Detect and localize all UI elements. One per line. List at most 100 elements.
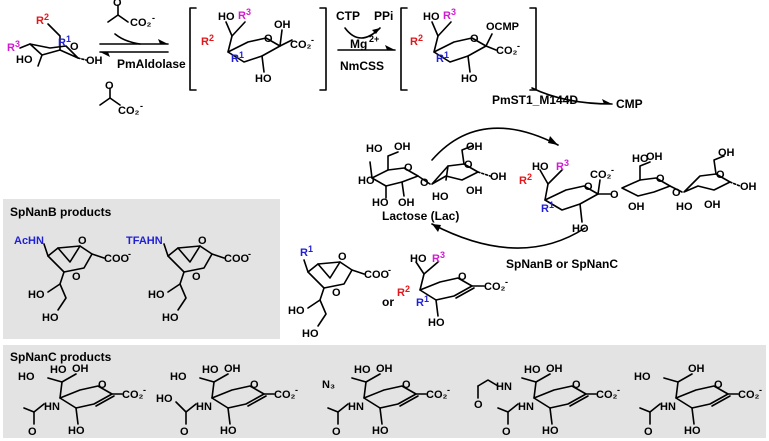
spnanc-product-3: N₃ HO OH HN O O CO₂ - HO — [322, 363, 450, 438]
atom-label: HN — [44, 401, 60, 413]
atom-label: HO — [354, 364, 371, 376]
atom-label: R — [541, 203, 549, 215]
sialyllactose: R 2 HO R 3 R 1 O CO₂ - HO O HO OH O O O … — [519, 147, 757, 235]
atom-label: HO — [16, 54, 33, 66]
atom-label: O — [180, 426, 189, 438]
atom-label: OH — [398, 197, 415, 209]
atom-label: HO — [302, 328, 319, 340]
spnanc-product-5: HO OH HN O O CO₂ - HO — [634, 363, 762, 438]
atom-label: HO — [432, 191, 449, 203]
atom-label: HO — [202, 364, 219, 376]
atom-label: HO — [632, 153, 649, 165]
atom-label: 2 — [418, 33, 423, 43]
pyruvate-top: O CO₂ - — [107, 0, 155, 29]
atom-label: HO — [220, 425, 237, 437]
atom-label: HN — [660, 401, 676, 413]
spnanb-title: SpNanB products — [10, 205, 112, 219]
atom-label: HO — [42, 312, 59, 324]
atom-label: O — [610, 189, 619, 201]
atom-label: HO — [461, 73, 478, 85]
atom-label: O — [714, 379, 723, 391]
atom-label: HO — [366, 143, 383, 155]
atom-label: - — [140, 101, 143, 111]
spnanb-product-1: AcHN O COO - O HO HO — [14, 235, 131, 324]
atom-label: OH — [490, 171, 507, 183]
atom-label: HO — [684, 425, 701, 437]
atom-label: O — [250, 379, 259, 391]
atom-label: O — [420, 177, 429, 189]
atom-label: 2 — [527, 172, 532, 182]
atom-label: 2 — [44, 12, 49, 22]
atom-label: HO — [156, 393, 173, 405]
atom-label: 1 — [424, 294, 429, 304]
atom-label: COO — [364, 269, 390, 281]
atom-label: HN — [348, 401, 364, 413]
atom-label: O — [70, 41, 79, 53]
atom-label: CO₂ — [274, 389, 296, 401]
atom-label: HO — [572, 223, 589, 235]
atom-label: HO — [524, 364, 541, 376]
spnanc-product-4: HN O HO OH HN O O CO₂ - HO — [474, 363, 620, 438]
atom-label: R — [416, 297, 424, 309]
atom-label: R — [519, 175, 527, 187]
atom-label: HO — [410, 253, 427, 265]
atom-label: OH — [688, 363, 705, 375]
atom-label: CO₂ — [596, 389, 618, 401]
atom-label: R — [300, 247, 308, 259]
atom-label: - — [759, 385, 762, 395]
atom-label: - — [128, 249, 131, 259]
atom-label: OH — [704, 199, 721, 211]
atom-label: HO — [170, 371, 187, 383]
atom-label: HO — [255, 73, 272, 85]
atom-label: R — [231, 53, 239, 65]
pmst1-arrow — [531, 87, 613, 105]
nmcss-arrow — [337, 27, 396, 51]
atom-label: O — [464, 159, 473, 171]
atom-label: OH — [646, 151, 663, 163]
atom-label: O — [404, 162, 413, 174]
atom-label: CO₂ — [122, 389, 144, 401]
atom-label: O — [474, 399, 483, 411]
atom-label: R — [7, 42, 15, 54]
atom-label: COO — [224, 253, 250, 265]
equilibrium-arrow-1 — [99, 33, 169, 57]
atom-label: - — [617, 385, 620, 395]
atom-label: COO — [104, 253, 130, 265]
atom-label: O — [105, 80, 114, 92]
atom-label: - — [248, 249, 251, 259]
atom-label: - — [152, 13, 155, 23]
atom-label: O — [656, 173, 665, 185]
atom-label: O — [672, 187, 681, 199]
atom-label: 1 — [66, 34, 71, 44]
nmcss-label: NmCSS — [340, 59, 384, 73]
unsaturated-product: R 2 HO R 3 R 1 O CO₂ - HO — [397, 250, 508, 329]
cmp-sialic-acid: R 2 HO R 3 R 1 O OCMP CO₂ - HO — [400, 7, 537, 91]
atom-label: - — [388, 265, 391, 275]
atom-label: OH — [546, 363, 563, 375]
atom-label: OH — [376, 363, 393, 375]
pmst1-label: PmST1_M144D — [492, 93, 578, 107]
atom-label: 3 — [564, 158, 569, 168]
spnanc-title: SpNanC products — [10, 350, 112, 364]
atom-label: O — [338, 251, 347, 263]
or-label: or — [382, 295, 394, 309]
atom-label: CO₂ — [118, 105, 140, 117]
atom-label: CO₂ — [130, 17, 152, 29]
atom-label: HO — [423, 11, 440, 23]
atom-label: 1 — [444, 50, 449, 60]
atom-label: - — [517, 41, 520, 51]
atom-label: HO — [532, 161, 549, 173]
atom-label: OH — [718, 147, 735, 159]
ppi-label: PPi — [374, 9, 393, 23]
atom-label: HO — [162, 312, 179, 324]
atom-label: HO — [676, 201, 693, 213]
atom-label: OH — [274, 19, 291, 31]
atom-label: R — [556, 161, 564, 173]
atom-label: CO₂ — [290, 39, 312, 51]
atom-label: CO₂ — [484, 281, 506, 293]
pmaldolase-label: PmAldolase — [117, 57, 186, 71]
atom-label: HO — [18, 371, 35, 383]
mg-label: Mg — [350, 37, 367, 51]
